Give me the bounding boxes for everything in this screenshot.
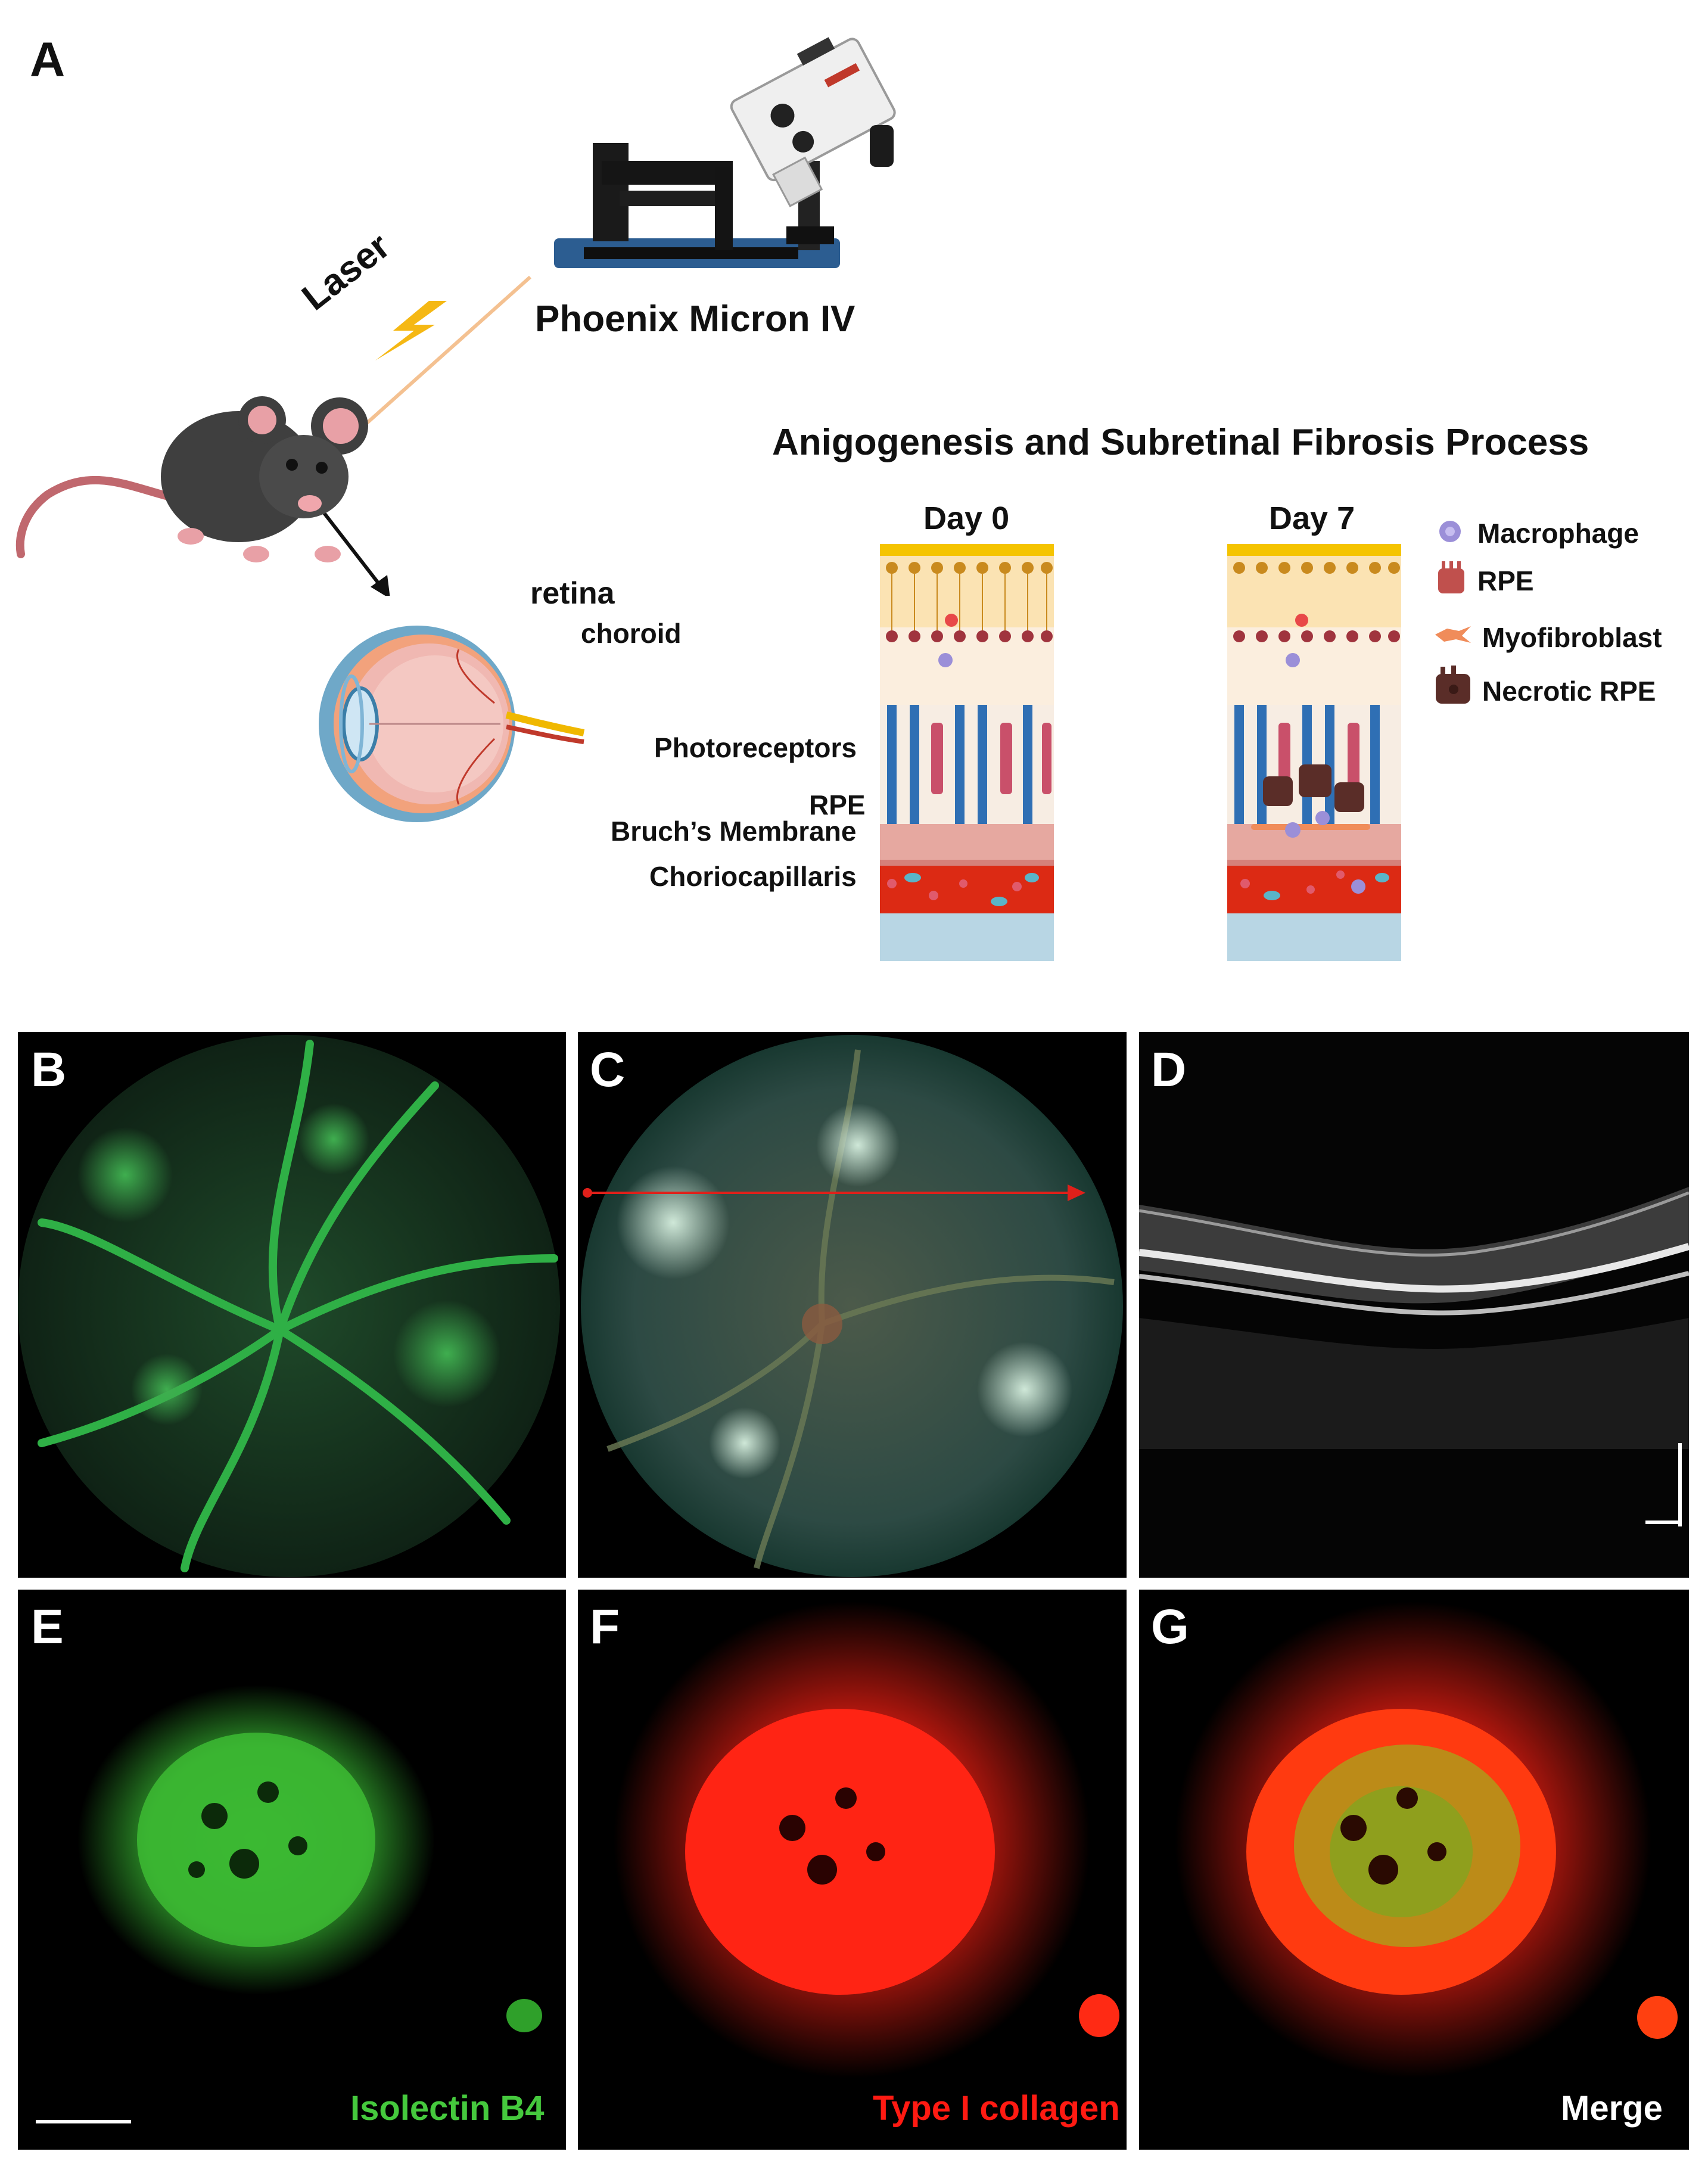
isolectin-label: Isolectin B4 [350, 2089, 545, 2128]
bruch-membrane-label: Bruch’s Membrane [611, 816, 857, 847]
process-title: Anigogenesis and Subretinal Fibrosis Pro… [772, 422, 1589, 463]
legend-label: RPE [1477, 565, 1534, 596]
panel-c-fundus-image [578, 1032, 1127, 1578]
merge-label: Merge [1561, 2089, 1663, 2128]
panel-label-f: F [590, 1600, 620, 1654]
necrotic-rpe-icon [1436, 666, 1470, 704]
legend-label: Myofibroblast [1482, 622, 1662, 653]
retina-label: retina [530, 576, 615, 611]
macrophage-icon [1439, 521, 1461, 542]
panel-e-isolectin-micrograph [18, 1590, 566, 2150]
panel-label-c: C [590, 1043, 626, 1097]
rpe-layer-label: RPE [809, 789, 866, 820]
legend-label: Necrotic RPE [1482, 676, 1656, 707]
panel-label-d: D [1151, 1043, 1187, 1097]
panel-g-merge-micrograph [1139, 1590, 1689, 2150]
laser-bolt-icon [375, 301, 447, 360]
panel-d-oct-scan [1139, 1032, 1689, 1578]
myofibroblast-icon [1435, 626, 1471, 643]
panel-label-b: B [31, 1043, 67, 1097]
panel-label-a: A [30, 33, 66, 87]
rpe-cell-icon [1438, 561, 1464, 593]
photoreceptors-label: Photoreceptors [654, 732, 857, 763]
retina-column-day7 [1227, 544, 1401, 961]
eye-illustration [319, 626, 585, 822]
panel-b-fluorescein-angiography [18, 1032, 566, 1578]
legend-label: Macrophage [1477, 518, 1639, 549]
mouse-illustration [15, 396, 368, 562]
day7-label: Day 7 [1269, 500, 1355, 536]
collagen-label: Type I collagen [873, 2089, 1120, 2128]
panel-label-e: E [31, 1600, 64, 1654]
retina-column-day0 [880, 544, 1054, 961]
device-label: Phoenix Micron IV [535, 299, 855, 340]
day0-label: Day 0 [923, 500, 1010, 536]
choroid-label: choroid [581, 618, 682, 649]
choriocapillaris-label: Choriocapillaris [649, 861, 857, 892]
panel-f-collagen-micrograph [578, 1590, 1127, 2150]
cell-legend: Macrophage RPE Myofibroblast Necrotic RP… [1430, 512, 1680, 715]
imaging-device-illustration [554, 37, 896, 268]
panel-label-g: G [1151, 1600, 1189, 1654]
